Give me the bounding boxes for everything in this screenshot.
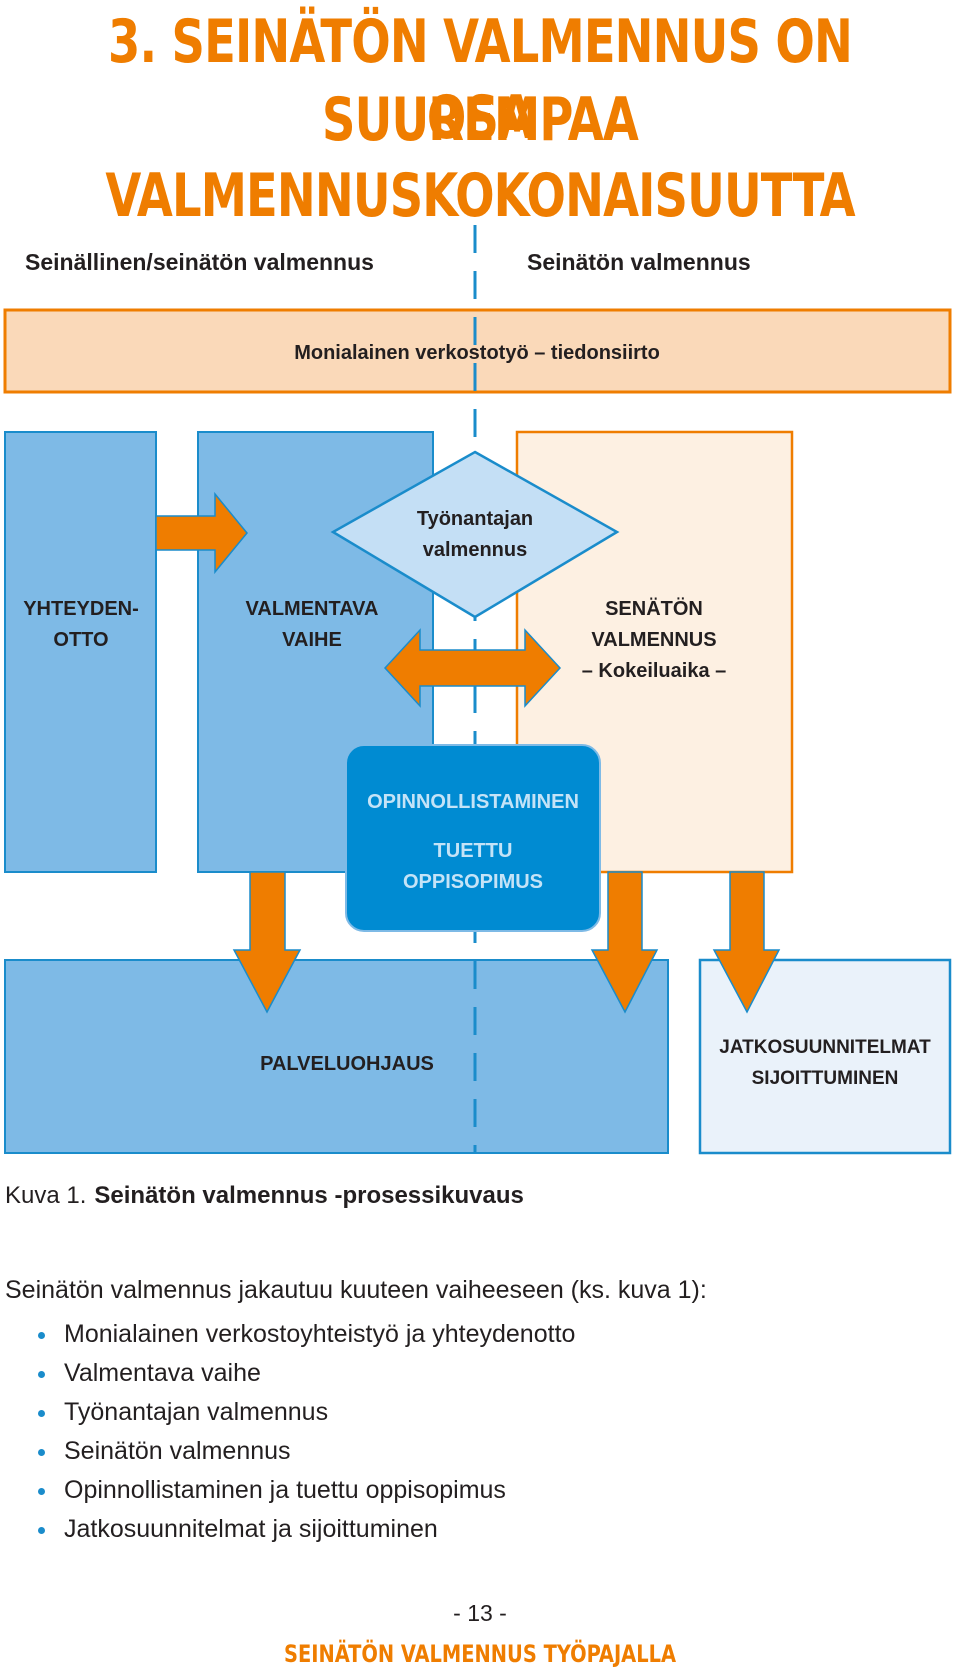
arrow-right-icon	[155, 491, 248, 575]
figure-caption: Kuva 1. Seinätön valmennus -prosessikuvau…	[5, 1182, 524, 1210]
intro-text: Seinätön valmennus jakautuu kuuteen vaih…	[5, 1276, 707, 1304]
opinnollistaminen-label: OPINNOLLISTAMINEN	[367, 791, 579, 813]
yhteydenotto-label-line-1: YHTEYDEN-	[23, 598, 139, 620]
oppisopimus-label-line-1: TUETTU	[434, 840, 513, 862]
tyonantaja-diamond	[330, 450, 620, 619]
yhteydenotto-label-line-2: OTTO	[53, 629, 108, 651]
oppisopimus-label-line-2: OPPISOPIMUS	[403, 871, 543, 893]
page-title-line-2: SUUREMPAA VALMENNUSKOKONAISUUTTA	[105, 85, 855, 231]
process-diagram: Seinällinen/seinätön valmennus Seinätön …	[3, 225, 952, 1155]
list-item: Valmentava vaihe	[36, 1354, 575, 1393]
yhteydenotto-box	[4, 431, 157, 873]
jatko-label-line-2: SIJOITTUMINEN	[752, 1068, 899, 1089]
jatko-label-line-1: JATKOSUUNNITELMAT	[719, 1037, 931, 1058]
tyonantaja-label-line-1: Työnantajan	[417, 508, 533, 530]
page-number: - 13 -	[453, 1600, 507, 1626]
network-bar-label: Monialainen verkostotyö – tiedonsiirto	[294, 342, 660, 364]
valmentava-label-line-1: VALMENTAVA	[246, 598, 379, 620]
arrow-down-icon	[712, 871, 781, 1014]
senaton-label-line-1: SENÄTÖN	[605, 597, 703, 620]
senaton-label-line-3: – Kokeiluaika –	[582, 660, 727, 682]
list-item: Opinnollistaminen ja tuettu oppisopimus	[36, 1471, 575, 1510]
list-item: Jatkosuunnitelmat ja sijoittuminen	[36, 1510, 575, 1549]
double-arrow-icon	[383, 628, 562, 708]
caption-label: Kuva 1.	[5, 1182, 87, 1209]
footer-title: SEINÄTÖN VALMENNUS TYÖPAJALLA	[283, 1640, 677, 1668]
palveluohjaus-label: PALVELUOHJAUS	[260, 1053, 434, 1075]
caption-text: Seinätön valmennus -prosessikuvaus	[94, 1182, 524, 1209]
tyonantaja-label-line-2: valmennus	[423, 539, 527, 561]
list-item: Monialainen verkostoyhteistyö ja yhteyde…	[36, 1315, 575, 1354]
arrow-down-icon	[590, 871, 659, 1014]
senaton-label-line-2: VALMENNUS	[591, 629, 716, 651]
header-right-label: Seinätön valmennus	[527, 249, 751, 275]
list-item: Seinätön valmennus	[36, 1432, 575, 1471]
page-title-line-1: 3. SEINÄTÖN VALMENNUS ON OSA	[108, 7, 853, 153]
header-left-label: Seinällinen/seinätön valmennus	[25, 249, 374, 275]
opinnollistaminen-box	[345, 744, 601, 932]
palveluohjaus-box	[4, 959, 669, 1154]
network-bar	[3, 308, 952, 394]
list-item: Työnantajan valmennus	[36, 1393, 575, 1432]
phase-list: Monialainen verkostoyhteistyö ja yhteyde…	[36, 1315, 575, 1549]
valmentava-label-line-2: VAIHE	[282, 629, 342, 651]
arrow-down-icon	[232, 871, 302, 1014]
